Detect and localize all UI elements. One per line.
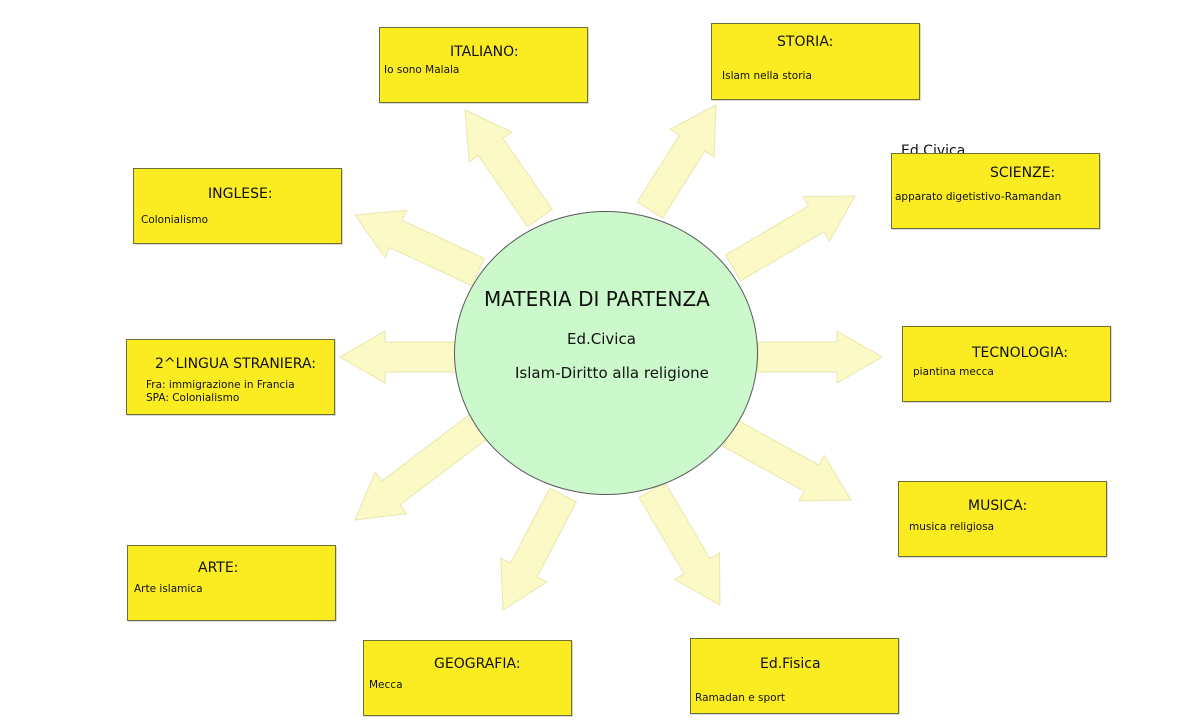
box-tecnologia: TECNOLOGIA: piantina mecca — [902, 326, 1111, 402]
box-fisica-title: Ed.Fisica — [760, 656, 821, 672]
arrow-to-musica — [722, 419, 852, 502]
center-subject: Ed.Civica — [567, 330, 636, 348]
box-musica-title: MUSICA: — [968, 498, 1028, 514]
box-arte-title: ARTE: — [198, 560, 239, 576]
arrow-to-italiano — [464, 109, 553, 228]
arrow-to-tecnologia — [757, 330, 883, 384]
box-scienze-title: SCIENZE: — [990, 165, 1056, 181]
box-lingua-line2: SPA: Colonialismo — [146, 392, 240, 404]
box-inglese-title: INGLESE: — [208, 186, 273, 202]
center-title: MATERIA DI PARTENZA — [484, 287, 710, 311]
box-storia-title: STORIA: — [777, 34, 834, 50]
center-topic: Islam-Diritto alla religione — [515, 364, 709, 382]
box-scienze-text: apparato digetistivo-Ramandan — [895, 191, 1062, 203]
box-inglese-text: Colonialismo — [141, 214, 209, 226]
box-italiano-title: ITALIANO: — [450, 44, 519, 60]
box-italiano: ITALIANO: Io sono Malala — [379, 27, 588, 103]
box-lingua-straniera: 2^LINGUA STRANIERA: Fra: immigrazione in… — [126, 339, 335, 415]
arrow-to-ed-fisica — [638, 481, 721, 606]
arrow-to-inglese — [354, 209, 485, 287]
box-storia: STORIA: Islam nella storia — [711, 23, 920, 100]
arrow-to-scienze — [724, 195, 856, 282]
box-arte-text: Arte islamica — [134, 583, 203, 595]
box-lingua-line1: Fra: immigrazione in Francia — [146, 379, 295, 391]
box-inglese: INGLESE: Colonialismo — [133, 168, 342, 244]
arrow-to-geografia — [500, 487, 577, 611]
box-tecnologia-title: TECNOLOGIA: — [972, 345, 1069, 361]
box-scienze: SCIENZE: apparato digetistivo-Ramandan — [891, 153, 1100, 229]
box-lingua-title: 2^LINGUA STRANIERA: — [155, 356, 316, 372]
box-geografia-text: Mecca — [369, 679, 403, 691]
box-storia-text: Islam nella storia — [722, 70, 812, 82]
box-italiano-text: Io sono Malala — [384, 64, 460, 76]
box-tecnologia-text: piantina mecca — [913, 366, 994, 378]
box-arte: ARTE: Arte islamica — [127, 545, 336, 621]
box-ed-fisica: Ed.Fisica Ramadan e sport — [690, 638, 899, 714]
arrow-to-arte — [354, 414, 488, 521]
center-circle — [454, 211, 758, 495]
box-geografia-title: GEOGRAFIA: — [434, 656, 521, 672]
box-musica-text: musica religiosa — [909, 521, 995, 533]
box-fisica-text: Ramadan e sport — [695, 692, 786, 704]
arrow-to-storia — [636, 104, 717, 219]
box-geografia: GEOGRAFIA: Mecca — [363, 640, 572, 716]
arrow-to-lingua — [339, 330, 457, 384]
box-musica: MUSICA: musica religiosa — [898, 481, 1107, 557]
